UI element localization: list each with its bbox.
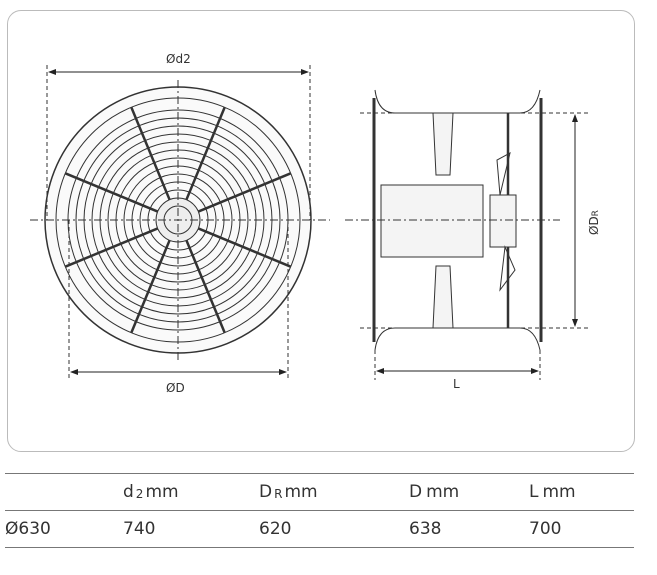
front-view bbox=[30, 65, 330, 380]
L-label: L bbox=[453, 377, 460, 391]
table-cell: 740 bbox=[123, 510, 259, 548]
fan-technical-drawing: Ød2 ØD L ØDR bbox=[30, 52, 601, 395]
guard-spoke bbox=[185, 239, 226, 334]
guard-spoke bbox=[197, 227, 292, 268]
guard-spoke bbox=[130, 239, 171, 334]
guard-spoke bbox=[64, 227, 159, 268]
column-header bbox=[5, 473, 123, 511]
guard-spoke bbox=[64, 172, 159, 213]
table-cell: 638 bbox=[409, 510, 529, 548]
drawing-panel bbox=[7, 10, 635, 452]
table-cell: 700 bbox=[529, 510, 634, 548]
guard-spoke bbox=[185, 106, 226, 201]
table-cell: Ø630 bbox=[5, 510, 123, 548]
guard-spoke bbox=[197, 172, 292, 213]
table-cell: 620 bbox=[259, 510, 409, 548]
guard-spoke bbox=[130, 106, 171, 201]
d2-label: Ød2 bbox=[166, 52, 191, 66]
DR-label: ØDR bbox=[587, 210, 601, 235]
D-label: ØD bbox=[166, 381, 185, 395]
side-view bbox=[345, 89, 590, 380]
